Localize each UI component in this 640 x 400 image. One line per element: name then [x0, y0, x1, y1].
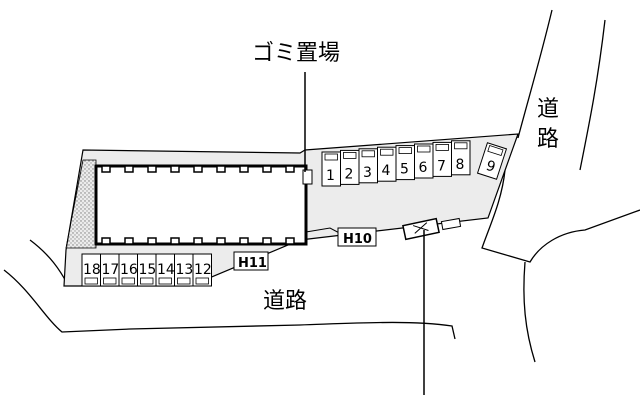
building: [94, 164, 308, 246]
parking-slot-number: 16: [120, 262, 138, 278]
parking-slot-number: 8: [456, 157, 465, 173]
parking-slot: 7: [432, 141, 452, 177]
parking-slot-number: 7: [437, 158, 446, 174]
parking-slot: 14: [155, 253, 175, 287]
road-edges: [3, 9, 640, 363]
building-balcony-bottom: [101, 237, 111, 245]
parking-slot-number: 14: [157, 262, 175, 278]
building-balcony-top: [193, 165, 203, 173]
parking-slot-number: 17: [102, 262, 120, 278]
parking-slot: 8: [451, 140, 471, 176]
building-balcony-bottom: [193, 237, 203, 245]
parking-slot: 2: [340, 149, 360, 185]
parking-slot-9: 9: [476, 142, 508, 180]
building-balcony-top: [216, 165, 226, 173]
road-edge-left: [29, 239, 69, 286]
parking-slot-number: 4: [382, 163, 391, 179]
building-balcony-bottom: [239, 237, 249, 245]
road-label-right-2: 路: [537, 127, 559, 152]
parking-slot-number: 3: [363, 165, 372, 181]
parking-slot-number: 15: [139, 262, 157, 278]
building-balcony-bottom: [216, 237, 226, 245]
road-edge-right-4: [523, 261, 536, 363]
h10-marker: H10: [337, 227, 377, 247]
h10-label: H10: [343, 232, 372, 247]
road-edge-right-3: [579, 19, 606, 171]
parking-slot-number: 2: [345, 166, 354, 182]
building-balcony-top: [147, 165, 157, 173]
parking-slot-number: 6: [419, 160, 428, 176]
parking-slot: 4: [377, 146, 397, 182]
building-balcony-top: [170, 165, 180, 173]
building-balcony-top: [101, 165, 111, 173]
parking-slot: 15: [137, 253, 157, 287]
entrance-marker: [402, 217, 462, 241]
parking-slot: 16: [118, 253, 138, 287]
parking-slot: 3: [358, 148, 378, 184]
parking-slot: 17: [100, 253, 120, 287]
building-balcony-top: [239, 165, 249, 173]
parking-slot: 6: [414, 143, 434, 179]
building-balcony-bottom: [124, 237, 134, 245]
building-balcony-bottom: [147, 237, 157, 245]
building-balcony-bottom: [170, 237, 180, 245]
h11-label: H11: [238, 256, 267, 271]
road-label-bottom: 道路: [263, 289, 307, 314]
building-balcony-top: [124, 165, 134, 173]
building-balcony-bottom: [285, 237, 295, 245]
parking-slot: 18: [81, 253, 101, 287]
parking-slot: 5: [395, 145, 415, 181]
parking-slot-number: 18: [83, 262, 101, 278]
road-edge-right-1: [517, 9, 553, 139]
road-edge-right-2: [481, 169, 640, 263]
parking-slot-number: 12: [194, 262, 212, 278]
building-balcony-top: [262, 165, 272, 173]
building-balcony-bottom: [262, 237, 272, 245]
road-label-right-1: 道: [537, 97, 559, 122]
parking-slot: 12: [192, 253, 212, 287]
garbage-area-box: [302, 169, 313, 185]
parking-slot: 13: [174, 253, 194, 287]
parking-slot-number: 5: [400, 162, 409, 178]
building-balcony-top: [285, 165, 295, 173]
planting-strip: [65, 159, 97, 249]
parking-slot-number: 13: [176, 262, 194, 278]
parking-slot-number: 1: [326, 168, 335, 184]
garbage-label: ゴミ置場: [252, 41, 340, 66]
h11-marker: H11: [233, 251, 269, 271]
road-edge-bottom: [3, 269, 456, 340]
parking-slot: 1: [321, 151, 341, 187]
